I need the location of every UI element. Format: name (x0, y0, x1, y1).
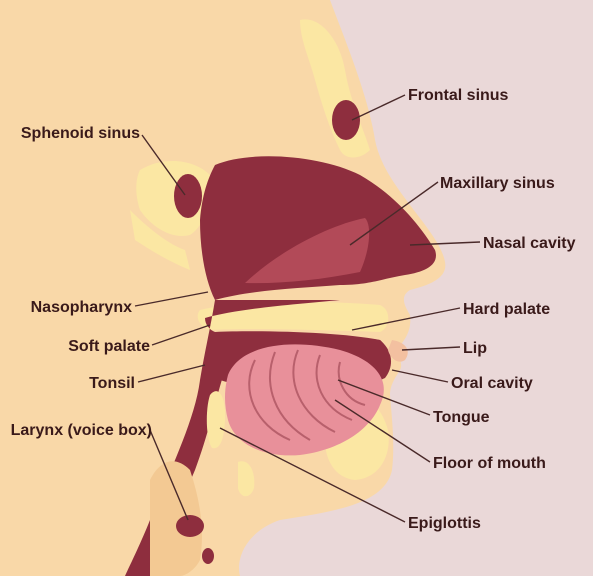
label-larynx: Larynx (voice box) (11, 422, 152, 439)
label-epiglottis: Epiglottis (408, 515, 481, 532)
larynx-opening (176, 515, 204, 537)
label-frontal-sinus: Frontal sinus (408, 87, 509, 104)
label-oral-cavity: Oral cavity (451, 375, 533, 392)
label-hard-palate: Hard palate (463, 301, 550, 318)
trachea-ring (202, 548, 214, 564)
sphenoid-sinus-shape (174, 174, 202, 218)
label-nasopharynx: Nasopharynx (31, 299, 132, 316)
label-lip: Lip (463, 340, 487, 357)
label-maxillary-sinus: Maxillary sinus (440, 175, 555, 192)
label-tongue: Tongue (433, 409, 490, 426)
label-soft-palate: Soft palate (68, 338, 150, 355)
label-nasal-cavity: Nasal cavity (483, 235, 576, 252)
label-tonsil: Tonsil (89, 375, 135, 392)
label-floor-of-mouth: Floor of mouth (433, 455, 546, 472)
frontal-sinus-shape (332, 100, 360, 140)
label-sphenoid-sinus: Sphenoid sinus (21, 125, 140, 142)
